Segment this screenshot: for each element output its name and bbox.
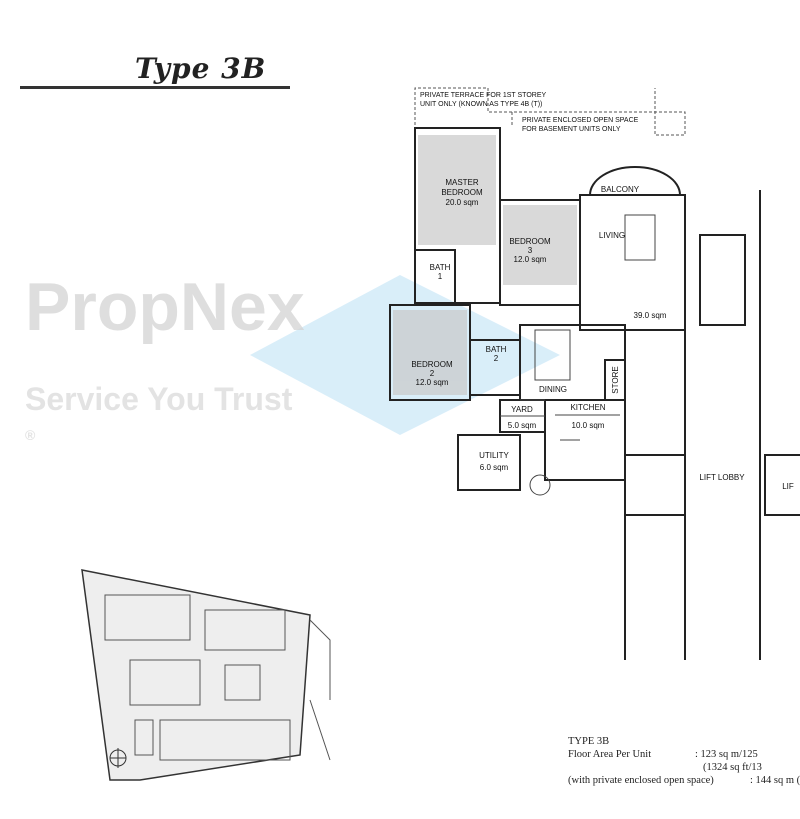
bedroom2-number: 2 [430, 369, 435, 378]
bedroom3-label: BEDROOM [509, 237, 551, 246]
open-space-note-1: PRIVATE ENCLOSED OPEN SPACE [522, 117, 639, 124]
bath1-number: 1 [438, 272, 443, 281]
sofa [624, 214, 656, 261]
living-area: 39.0 sqm [634, 311, 667, 320]
yard-label: YARD [511, 405, 533, 414]
kitchen-label: KITCHEN [570, 403, 605, 412]
lift-lobby-label: LIFT LOBBY [699, 473, 745, 482]
bedroom2-floor-hatch [393, 310, 467, 395]
washer [529, 474, 551, 496]
site-plan [81, 569, 331, 781]
dining-table [534, 329, 571, 381]
site-pool [224, 664, 261, 701]
dining-label: DINING [539, 385, 567, 394]
corridor-wall [625, 329, 686, 660]
bath2-number: 2 [494, 354, 499, 363]
staircase [699, 234, 746, 326]
master-bedroom-label: MASTER [445, 178, 479, 187]
bedroom3-number: 3 [528, 246, 533, 255]
site-block [204, 609, 286, 651]
lift-partial-outline [764, 454, 800, 516]
utility-label: UTILITY [479, 451, 509, 460]
master-bedroom-area: 20.0 sqm [446, 198, 479, 207]
balcony-label: BALCONY [601, 185, 640, 194]
bath2-label: BATH [486, 345, 507, 354]
balcony-outline [589, 166, 681, 196]
yard-area: 5.0 sqm [508, 421, 537, 430]
kitchen-area: 10.0 sqm [572, 421, 605, 430]
terrace-note-2: UNIT ONLY (KNOWN AS TYPE 4B (T)) [420, 101, 542, 108]
utility-area: 6.0 sqm [480, 463, 509, 472]
plan-title: Type 3B [135, 52, 267, 85]
lift-partial-label: LIF [782, 482, 794, 491]
utility-outline [457, 434, 521, 491]
site-block [129, 659, 201, 706]
north-arrow-cross [110, 748, 126, 768]
watermark-tagline: Service You Trust [25, 381, 293, 417]
title-underline [20, 86, 290, 89]
floor-area-info: TYPE 3B Floor Area Per Unit : 123 sq m/12… [568, 735, 800, 787]
kitchen-outline [544, 399, 626, 481]
bedroom3-floor-hatch [503, 205, 577, 285]
site-road [309, 619, 331, 761]
info-type: TYPE 3B [568, 736, 610, 747]
store-label: STORE [611, 366, 620, 393]
with-open-space-value: : 144 sq m (155 [750, 775, 800, 786]
bedroom2-area: 12.0 sqm [416, 378, 449, 387]
floor-area-sqft: (1324 sq ft/13 [703, 762, 762, 773]
site-block [104, 594, 191, 641]
floor-area-label: Floor Area Per Unit [568, 749, 652, 760]
terrace-note-1: PRIVATE TERRACE FOR 1ST STOREY [420, 92, 546, 99]
bedroom2-label: BEDROOM [411, 360, 453, 369]
open-space-note-2: FOR BASEMENT UNITS ONLY [522, 126, 621, 133]
kitchen-grid [500, 399, 620, 441]
floor-area-value: : 123 sq m/125 [695, 749, 758, 760]
site-block [159, 719, 291, 761]
bath1-label: BATH [430, 263, 451, 272]
master-floor-hatch [418, 135, 496, 245]
terrace-boundary [414, 87, 686, 136]
bath1-outline [414, 249, 456, 304]
site-boundary [81, 569, 311, 781]
master-bedroom-label-2: BEDROOM [441, 188, 483, 197]
with-open-space-label: (with private enclosed open space) [568, 775, 714, 786]
bedroom3-area: 12.0 sqm [514, 255, 547, 264]
watermark-registered: ® [25, 427, 36, 443]
watermark-brand: PropNex [25, 269, 305, 345]
living-label: LIVING [599, 231, 625, 240]
lift-shaft [624, 454, 686, 516]
site-block [134, 719, 154, 756]
